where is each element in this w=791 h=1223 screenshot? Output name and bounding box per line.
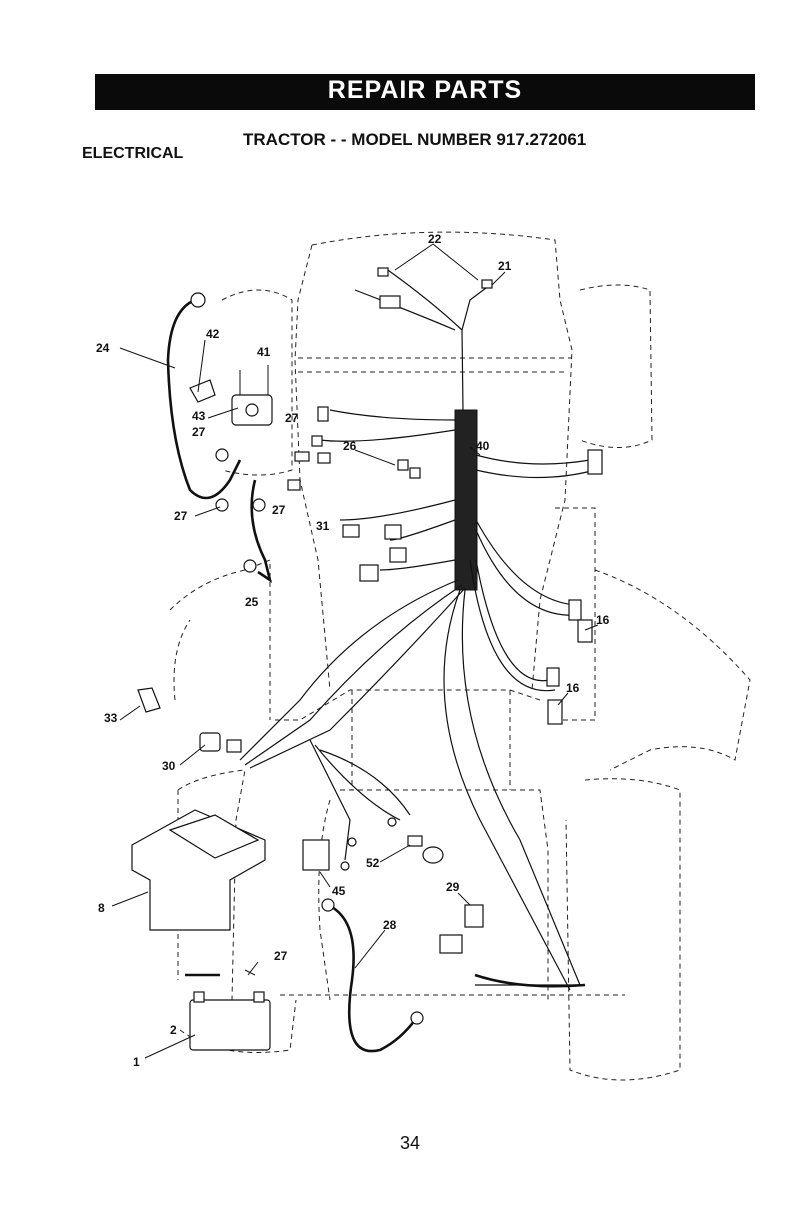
callout-22: 22: [428, 232, 442, 246]
fuse-panel: [303, 840, 329, 870]
callout-52: 52: [366, 856, 380, 870]
headlight-connector: [440, 935, 462, 953]
callout-27b: 27: [285, 411, 299, 425]
interlock-switch: [578, 620, 592, 642]
key: [138, 688, 160, 712]
fuse-holder: [408, 836, 422, 846]
callout-40: 40: [476, 439, 490, 453]
interlock-switch-2: [548, 700, 562, 724]
ignition-switch: [200, 733, 220, 751]
callout-45: 45: [332, 884, 346, 898]
callout-31: 31: [316, 519, 330, 533]
leader-lines: [112, 244, 598, 1058]
wire-harness: [240, 268, 595, 990]
callout-25: 25: [245, 595, 259, 609]
callout-33: 33: [104, 711, 118, 725]
callout-2: 2: [170, 1023, 177, 1037]
seat-switch: [588, 450, 602, 474]
callout-43: 43: [192, 409, 206, 423]
battery: [190, 1000, 270, 1050]
parts: [132, 268, 602, 1050]
callout-27d: 27: [272, 503, 286, 517]
callout-41: 41: [257, 345, 271, 359]
page-number: 34: [380, 1133, 440, 1154]
callout-24: 24: [96, 341, 110, 355]
harness-loom: [455, 410, 477, 590]
solenoid-bracket: [190, 380, 215, 402]
callout-27c: 27: [174, 509, 188, 523]
relay: [343, 525, 359, 537]
callout-16a: 16: [596, 613, 610, 627]
ring-terminal: [191, 293, 205, 307]
callout-30: 30: [162, 759, 176, 773]
callout-1: 1: [133, 1055, 140, 1069]
headlight-switch: [465, 905, 483, 927]
callout-27a: 27: [192, 425, 206, 439]
callout-28: 28: [383, 918, 397, 932]
callout-16b: 16: [566, 681, 580, 695]
callout-27e: 27: [274, 949, 288, 963]
callout-42: 42: [206, 327, 220, 341]
callout-8: 8: [98, 901, 105, 915]
connector: [398, 460, 408, 470]
callout-29: 29: [446, 880, 460, 894]
callout-26: 26: [343, 439, 357, 453]
callout-21: 21: [498, 259, 512, 273]
